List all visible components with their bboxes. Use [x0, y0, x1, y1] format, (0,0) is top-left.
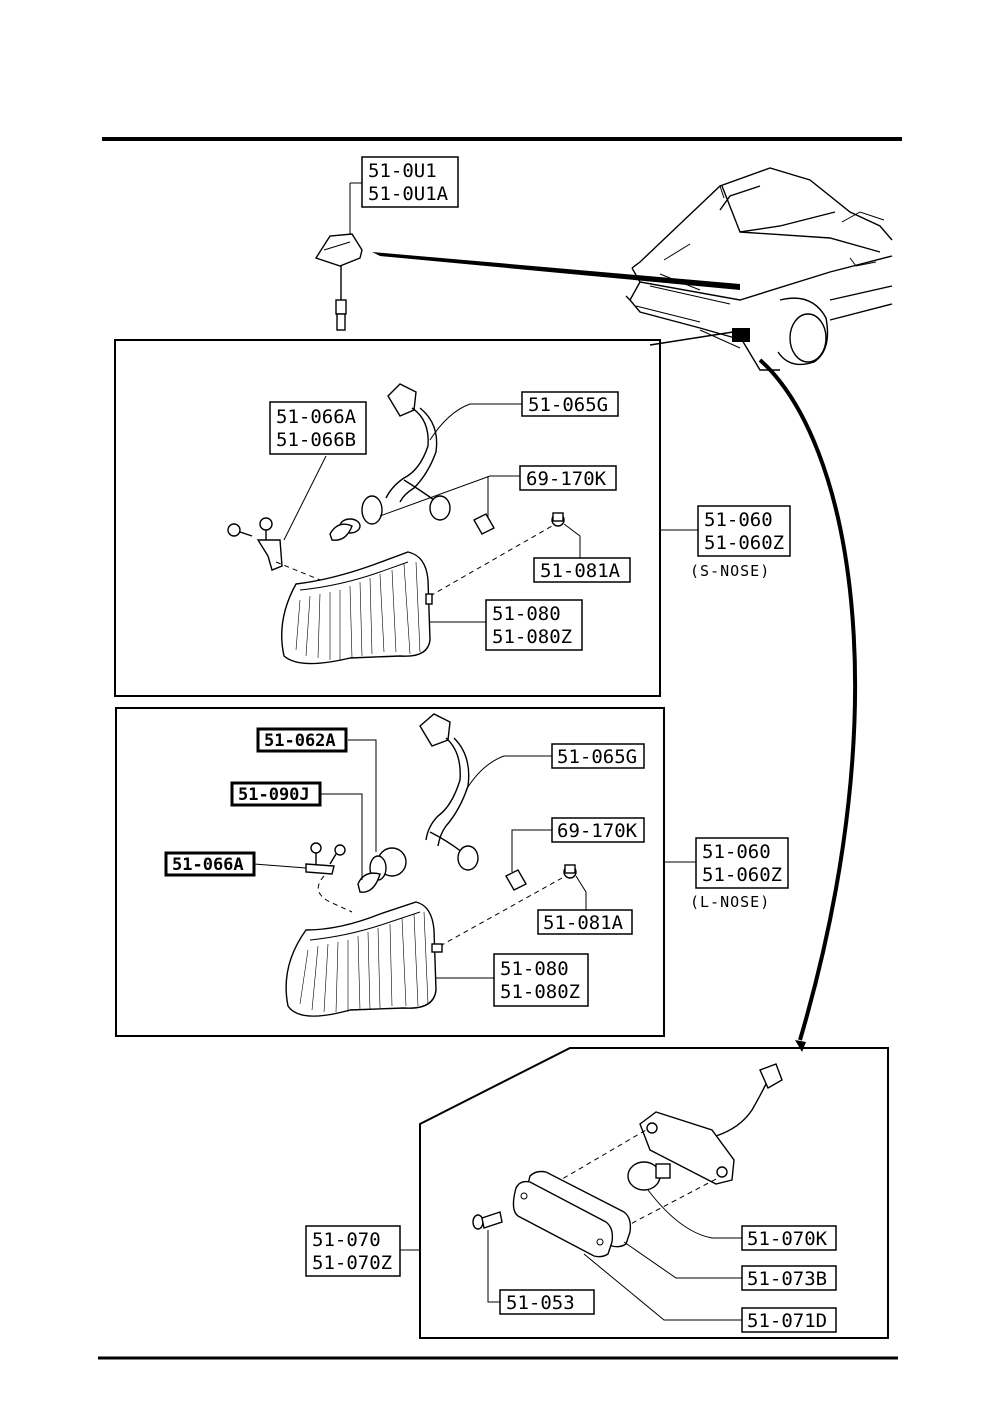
label-side-bulb: 51-070K [747, 1228, 828, 1250]
label-s-nose-variant: (S-NOSE) [690, 562, 770, 580]
s-nose-socket-part [329, 495, 451, 541]
label-box-l-lens: 51-080 51-080Z [493, 953, 589, 1007]
label-box-l-bulb: 69-170K [551, 817, 645, 843]
label-box-side-screw: 51-053 [499, 1289, 595, 1315]
label-box-s-lens: 51-080 51-080Z [485, 599, 583, 651]
s-nose-harness-part [385, 383, 438, 503]
label-s-lens-1: 51-080 [492, 603, 561, 625]
car-side-marker-highlight [732, 328, 750, 342]
l-nose-lens-part [285, 901, 443, 1017]
label-s-assy-1: 51-060 [704, 509, 773, 531]
label-box-s-clip: 51-081A [533, 557, 631, 583]
s-nose-bracket-part [227, 517, 283, 571]
label-s-lens-2: 51-080Z [492, 626, 572, 648]
label-box-upper-sensor: 51-0U1 51-0U1A [361, 156, 459, 208]
label-l-part-b: 51-090J [238, 785, 310, 805]
side-marker-lens-part [512, 1180, 614, 1258]
side-marker-panel: 51-070K 51-073B 51-071D 51-053 [419, 1047, 889, 1339]
label-s-bracket-2: 51-066B [276, 429, 356, 451]
s-nose-bulb-part [473, 513, 495, 535]
l-nose-bulb-part [505, 869, 527, 891]
upper-sensor-part [314, 233, 363, 331]
label-box-l-part-b: 51-090J [230, 781, 322, 807]
l-nose-socket-part [357, 845, 479, 893]
l-nose-clip-part [563, 864, 577, 879]
label-box-l-part-c: 51-066A [164, 851, 256, 877]
side-marker-housing-part [639, 1063, 783, 1185]
label-box-l-harness: 51-065G [551, 743, 645, 769]
leader-car-snose [649, 331, 734, 346]
leader-wedge-upper [372, 252, 740, 290]
side-marker-bulb-part [627, 1161, 671, 1191]
label-l-bulb: 69-170K [557, 820, 638, 842]
label-box-side-assy: 51-070 51-070Z [305, 1225, 401, 1277]
label-l-lens-2: 51-080Z [500, 981, 580, 1003]
label-s-clip: 51-081A [540, 560, 621, 582]
label-l-part-a: 51-062A [264, 731, 336, 751]
label-box-s-bracket: 51-066A 51-066B [269, 401, 367, 455]
label-box-s-harness: 51-065G [521, 391, 619, 417]
leader-curve-side-marker [758, 358, 858, 1041]
car-illustration [625, 167, 893, 371]
label-side-gasket: 51-073B [747, 1268, 827, 1290]
label-s-assy-2: 51-060Z [704, 532, 784, 554]
label-box-l-clip: 51-081A [537, 909, 633, 935]
label-l-harness: 51-065G [557, 746, 637, 768]
side-marker-screw-part [472, 1211, 503, 1230]
s-nose-clip-part [551, 512, 565, 527]
label-s-bulb: 69-170K [526, 468, 607, 490]
label-side-screw: 51-053 [506, 1292, 575, 1314]
label-l-assy-2: 51-060Z [702, 864, 782, 886]
label-box-s-bulb: 69-170K [519, 465, 617, 491]
label-l-assy-1: 51-060 [702, 841, 771, 863]
label-box-l-part-a: 51-062A [256, 727, 348, 753]
l-nose-panel: 51-062A 51-090J 51-066A 51-065G 69-170K … [115, 707, 665, 1037]
label-s-bracket-1: 51-066A [276, 406, 357, 428]
s-nose-panel: 51-066A 51-066B 51-065G 69-170K 51-081A … [114, 339, 661, 697]
s-nose-lens-part [281, 551, 433, 665]
label-l-clip: 51-081A [543, 912, 624, 934]
l-nose-bracket-part [305, 842, 346, 875]
label-upper-sensor-2: 51-0U1A [368, 183, 449, 205]
l-nose-harness-part [419, 713, 470, 853]
label-l-lens-1: 51-080 [500, 958, 569, 980]
label-box-side-bulb: 51-070K [741, 1225, 837, 1251]
label-side-assy-2: 51-070Z [312, 1252, 392, 1274]
label-box-l-assy: 51-060 51-060Z [695, 837, 789, 889]
label-s-harness: 51-065G [528, 394, 608, 416]
label-upper-sensor-1: 51-0U1 [368, 160, 437, 182]
label-box-side-lens: 51-071D [741, 1307, 837, 1333]
label-l-part-c: 51-066A [172, 855, 244, 875]
label-side-lens: 51-071D [747, 1310, 827, 1332]
label-box-s-assy: 51-060 51-060Z [697, 505, 791, 557]
label-side-assy-1: 51-070 [312, 1229, 381, 1251]
label-box-side-gasket: 51-073B [741, 1265, 837, 1291]
label-l-nose-variant: (L-NOSE) [690, 893, 770, 911]
